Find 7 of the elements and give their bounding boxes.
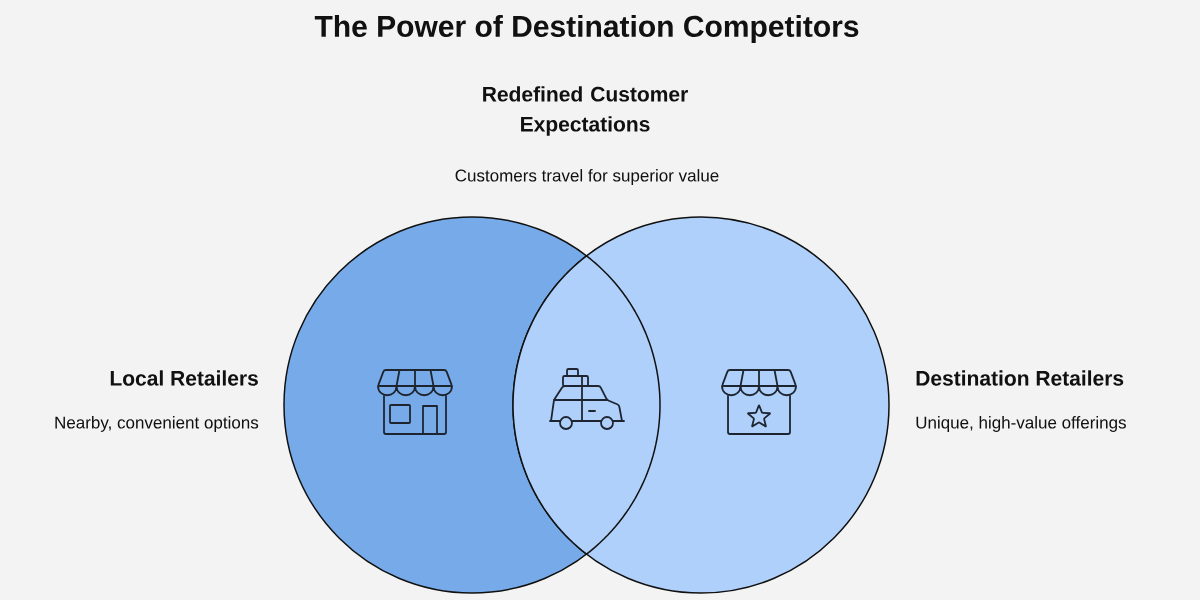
title: The Power of Destination Competitors bbox=[314, 15, 859, 43]
heading: Local Retailers bbox=[110, 370, 258, 386]
description: Customers travel for superior value bbox=[455, 169, 719, 185]
description: Unique, high-value offerings bbox=[916, 416, 1126, 432]
heading: Destination Retailers bbox=[916, 370, 1124, 386]
description: Nearby, convenient options bbox=[55, 416, 259, 432]
heading: Redefined Customer Expectations bbox=[483, 86, 688, 136]
